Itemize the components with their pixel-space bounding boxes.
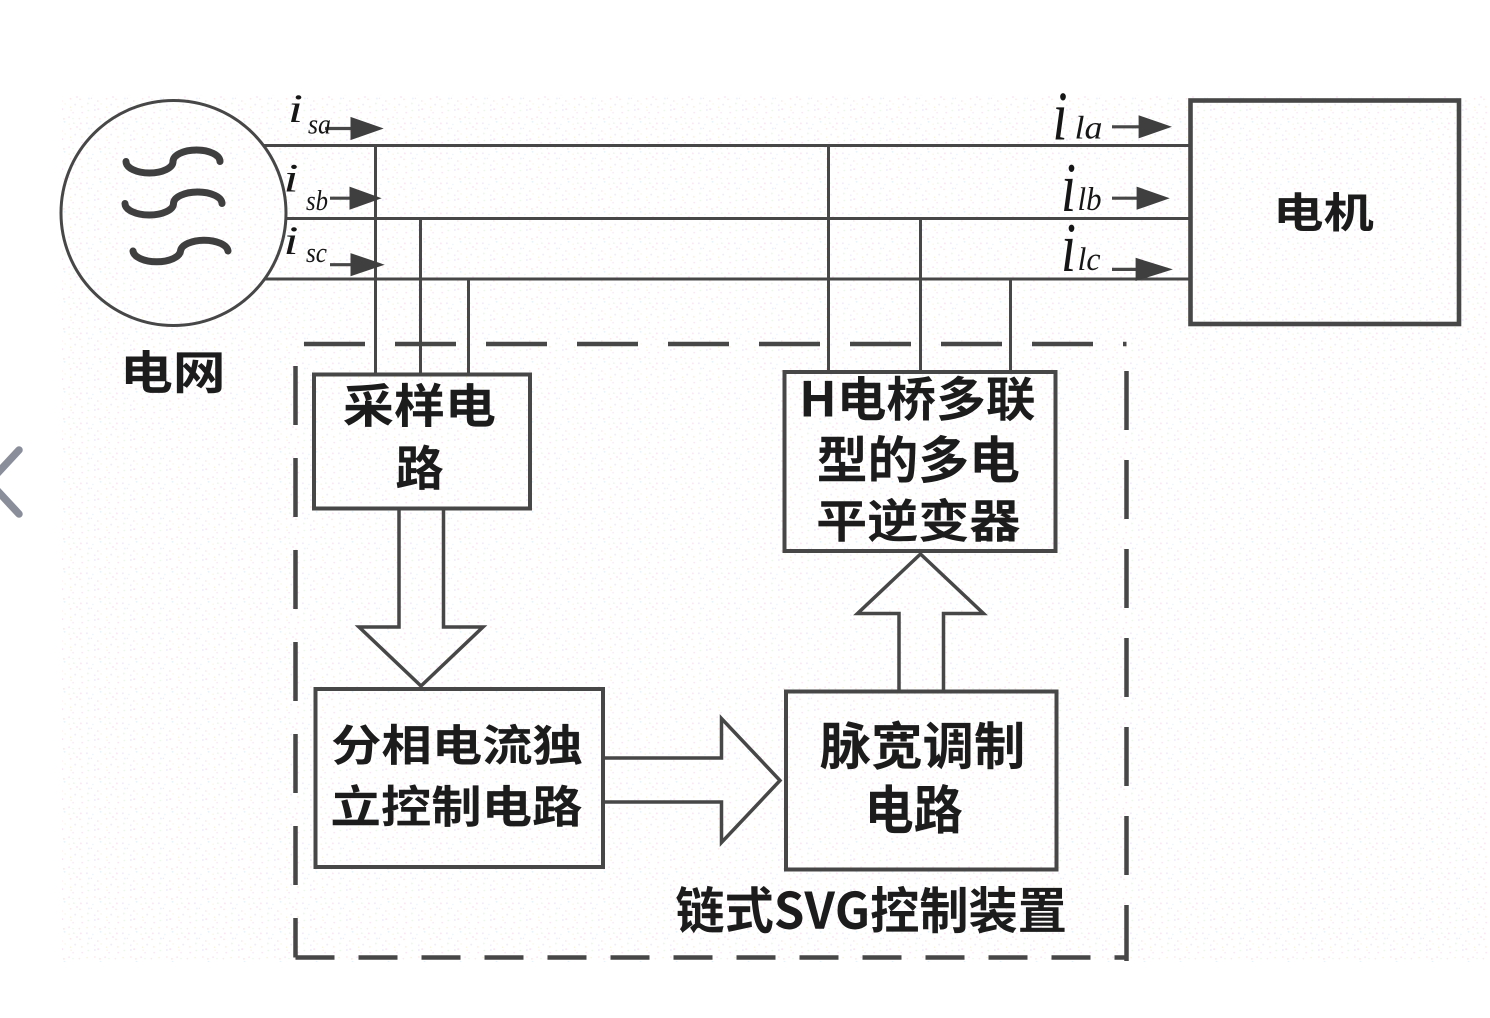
svg-text:i: i (288, 86, 303, 131)
svg-text:i: i (1061, 210, 1076, 287)
svg-text:i: i (1061, 150, 1076, 227)
svg-text:sc: sc (306, 237, 327, 269)
svg-text:la: la (1075, 110, 1103, 146)
svg-text:i: i (284, 218, 299, 263)
svg-text:i: i (284, 156, 299, 201)
svg-text:sb: sb (306, 185, 328, 217)
svg-text:i: i (1053, 78, 1068, 155)
svg-text:lc: lc (1078, 242, 1101, 278)
svg-text:sa: sa (308, 108, 331, 140)
svg-text:lb: lb (1078, 182, 1102, 218)
